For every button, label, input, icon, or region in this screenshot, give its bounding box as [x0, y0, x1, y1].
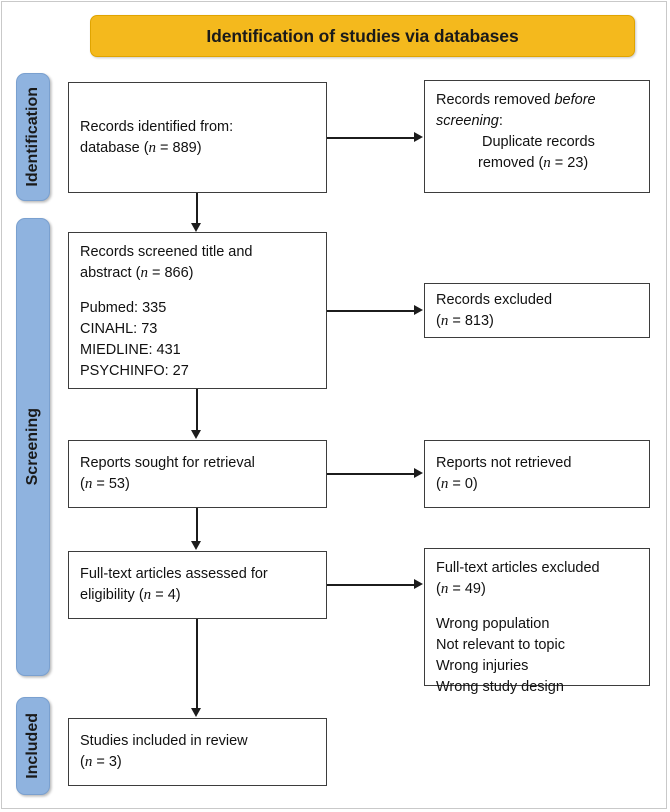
- fulltext-excluded-count: (n = 49): [436, 581, 486, 598]
- connector-identified-to-removed: [327, 137, 416, 139]
- source-psychinfo: PSYCHINFO: 27: [80, 362, 189, 379]
- stage-label-identification: Identification: [24, 87, 41, 187]
- source-miedline: MIEDLINE: 431: [80, 341, 181, 358]
- exclusion-reason-not-relevant: Not relevant to topic: [436, 636, 565, 653]
- arrowhead-right-excluded: [414, 305, 423, 315]
- fulltext-assessed-line1: Full-text articles assessed for: [80, 566, 268, 583]
- arrowhead-right-removed: [414, 132, 423, 142]
- stage-bar-identification: Identification: [16, 73, 50, 201]
- box-records-identified: Records identified from: database (n = 8…: [68, 82, 327, 193]
- records-excluded-count: (n = 813): [436, 312, 494, 329]
- stage-bar-included: Included: [16, 697, 50, 795]
- arrowhead-down-sought: [191, 430, 201, 439]
- box-reports-not-retrieved: Reports not retrieved (n = 0): [424, 440, 650, 508]
- arrowhead-down-fulltext: [191, 541, 201, 550]
- records-screened-count: abstract (n = 866): [80, 265, 194, 282]
- arrowhead-right-not-retrieved: [414, 468, 423, 478]
- exclusion-reason-wrong-study-design: Wrong study design: [436, 678, 564, 695]
- records-removed-line3: Duplicate records: [482, 134, 595, 151]
- box-reports-sought: Reports sought for retrieval (n = 53): [68, 440, 327, 508]
- connector-sought-to-not-retrieved: [327, 473, 416, 475]
- records-screened-line1: Records screened title and: [80, 244, 253, 260]
- box-records-removed: Records removed before screening: Duplic…: [424, 80, 650, 193]
- fulltext-excluded-line1: Full-text articles excluded: [436, 560, 600, 576]
- records-removed-count: removed (n = 23): [478, 155, 589, 172]
- arrowhead-down-screened: [191, 223, 201, 232]
- studies-included-line1: Studies included in review: [80, 733, 248, 750]
- connector-sought-to-fulltext: [196, 508, 198, 542]
- records-removed-line1: Records removed before: [436, 92, 596, 108]
- records-removed-line2: screening:: [436, 113, 503, 130]
- banner-title: Identification of studies via databases: [206, 25, 519, 46]
- records-excluded-line1: Records excluded: [436, 291, 553, 308]
- reports-not-retrieved-count: (n = 0): [436, 476, 478, 493]
- stage-label-included: Included: [24, 713, 41, 779]
- reports-sought-count: (n = 53): [80, 476, 130, 493]
- reports-not-retrieved-line1: Reports not retrieved: [436, 455, 572, 472]
- studies-included-count: (n = 3): [80, 754, 122, 771]
- connector-fulltext-to-ftexcluded: [327, 584, 416, 586]
- box-records-excluded: Records excluded (n = 813): [424, 283, 650, 338]
- exclusion-reason-wrong-population: Wrong population: [436, 615, 550, 632]
- stage-label-screening: Screening: [24, 408, 41, 486]
- source-cinahl: CINAHL: 73: [80, 320, 158, 337]
- arrowhead-down-included: [191, 708, 201, 717]
- exclusion-reason-wrong-injuries: Wrong injuries: [436, 657, 529, 674]
- reports-sought-line1: Reports sought for retrieval: [80, 455, 255, 472]
- box-records-screened: Records screened title and abstract (n =…: [68, 232, 327, 389]
- records-identified-line1: Records identified from:: [80, 118, 234, 135]
- records-identified-count: database (n = 889): [80, 139, 202, 156]
- banner-identification-via-databases: Identification of studies via databases: [90, 15, 635, 57]
- arrowhead-right-ftexcluded: [414, 579, 423, 589]
- connector-fulltext-to-included: [196, 619, 198, 709]
- fulltext-assessed-count: eligibility (n = 4): [80, 587, 181, 604]
- box-studies-included: Studies included in review (n = 3): [68, 718, 327, 786]
- source-pubmed: Pubmed: 335: [80, 299, 167, 316]
- connector-identified-to-screened: [196, 193, 198, 224]
- connector-screened-to-excluded: [327, 310, 416, 312]
- stage-bar-screening: Screening: [16, 218, 50, 676]
- connector-screened-to-sought: [196, 389, 198, 431]
- box-fulltext-assessed: Full-text articles assessed for eligibil…: [68, 551, 327, 619]
- box-fulltext-excluded: Full-text articles excluded (n = 49) Wro…: [424, 548, 650, 695]
